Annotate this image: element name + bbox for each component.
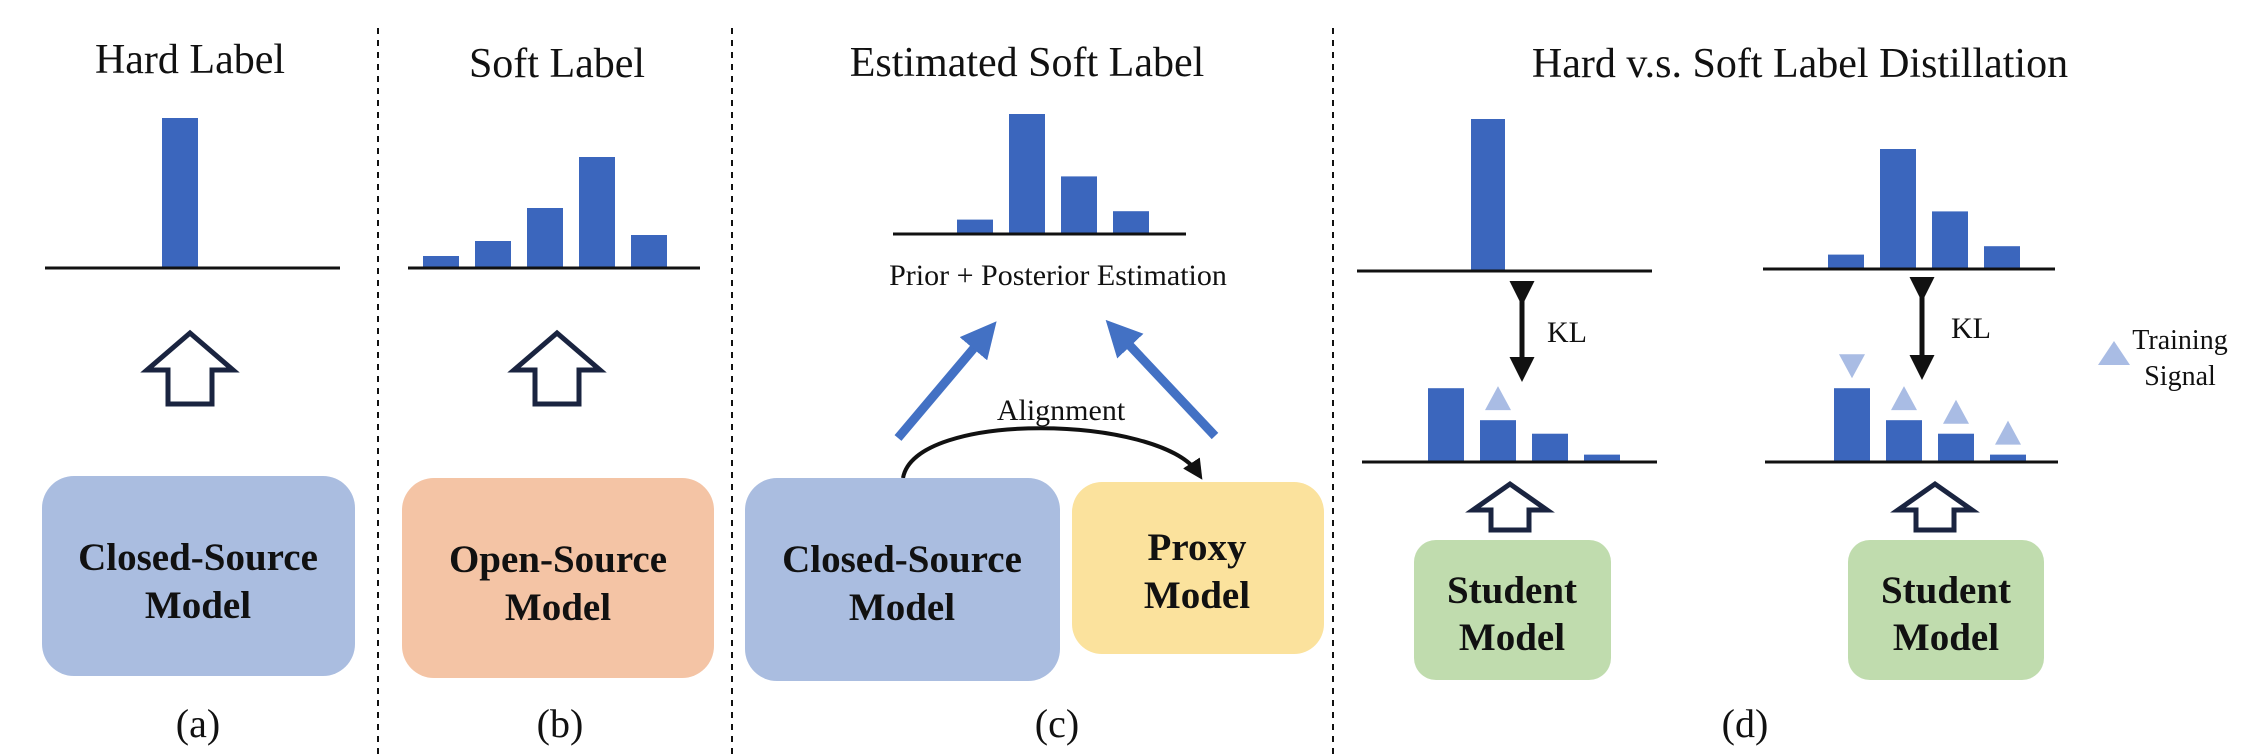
panel-b-caption: (b)	[537, 701, 584, 746]
student-model-box-soft	[1848, 540, 2044, 680]
distribution-bar	[1834, 388, 1870, 462]
proxy-model-label-2: Model	[1144, 574, 1250, 617]
hollow-up-arrow-icon	[1890, 480, 1980, 533]
training-signal-triangle	[1839, 354, 1865, 379]
panel-a-caption: (a)	[176, 701, 220, 746]
soft-student-distribution	[1834, 354, 2026, 462]
distribution-bar	[423, 256, 459, 268]
panel-b: Soft Label Open-Source Model (b)	[402, 41, 714, 746]
legend-label-2: Signal	[2144, 361, 2216, 392]
panel-a-title: Hard Label	[95, 37, 285, 83]
kl-label-hard: KL	[1547, 316, 1587, 349]
panel-b-distribution	[423, 157, 667, 268]
estimation-label: Prior + Posterior Estimation	[889, 259, 1227, 292]
proxy-model-label-1: Proxy	[1148, 526, 1247, 569]
panel-d: Hard v.s. Soft Label Distillation KL Stu…	[1357, 41, 2228, 746]
panel-c-title: Estimated Soft Label	[850, 40, 1205, 86]
distribution-bar	[1471, 119, 1505, 271]
hard-target-distribution	[1471, 119, 1505, 271]
distribution-bar	[631, 235, 667, 268]
open-source-model-label-1: Open-Source	[449, 538, 667, 581]
distribution-bar	[1532, 433, 1568, 462]
panel-a-distribution	[162, 118, 198, 268]
training-signal-triangle	[1995, 420, 2021, 445]
distribution-bar	[475, 241, 511, 268]
distribution-bar	[1113, 211, 1149, 234]
blue-arrow-right	[1105, 319, 1219, 440]
distribution-bar	[1428, 388, 1464, 462]
distribution-bar	[1990, 454, 2026, 462]
training-signal-triangle	[1943, 399, 1969, 424]
distribution-bar	[1480, 420, 1516, 462]
alignment-arrow	[901, 426, 1203, 480]
blue-arrow-left	[894, 321, 997, 441]
distribution-bar	[957, 219, 993, 234]
panel-d-caption: (d)	[1722, 701, 1769, 746]
kl-label-soft: KL	[1951, 312, 1991, 345]
closed-source-model-box-c	[745, 478, 1060, 681]
closed-source-model-c-label-2: Model	[849, 586, 955, 629]
closed-source-model-label-2: Model	[145, 584, 251, 627]
proxy-model-box	[1072, 482, 1324, 654]
distribution-bar	[1828, 254, 1864, 269]
distribution-bar	[527, 208, 563, 268]
panel-c-caption: (c)	[1035, 701, 1079, 746]
panel-d-title: Hard v.s. Soft Label Distillation	[1532, 41, 2068, 87]
panel-b-title: Soft Label	[469, 41, 645, 87]
hollow-up-arrow-icon	[1465, 480, 1555, 533]
hollow-up-arrow-icon	[140, 329, 240, 407]
open-source-model-label-2: Model	[505, 586, 611, 629]
legend-label-1: Training	[2132, 325, 2227, 356]
panel-c: Estimated Soft Label Prior + Posterior E…	[745, 40, 1324, 746]
distribution-bar	[579, 157, 615, 268]
triangle-icon	[2098, 341, 2130, 365]
distribution-bar	[1584, 454, 1620, 462]
alignment-label: Alignment	[997, 394, 1126, 427]
open-source-model-box	[402, 478, 714, 678]
hard-student-distribution	[1428, 386, 1620, 462]
soft-target-distribution	[1828, 149, 2020, 269]
closed-source-model-label-1: Closed-Source	[78, 536, 318, 579]
training-signal-triangle	[1485, 386, 1511, 411]
distribution-bar	[1938, 433, 1974, 462]
distribution-bar	[1061, 176, 1097, 234]
distribution-bar	[1880, 149, 1916, 269]
distribution-bar	[1886, 420, 1922, 462]
student-model-hard-label-1: Student	[1447, 569, 1577, 612]
student-model-soft-label-1: Student	[1881, 569, 2011, 612]
training-signal-triangle	[1891, 386, 1917, 411]
panel-c-distribution	[957, 114, 1149, 234]
distribution-bar	[1984, 246, 2020, 269]
closed-source-model-c-label-1: Closed-Source	[782, 538, 1022, 581]
student-model-box-hard	[1414, 540, 1611, 680]
closed-source-model-box	[42, 476, 355, 676]
student-model-soft-label-2: Model	[1893, 616, 1999, 659]
hollow-up-arrow-icon	[507, 329, 607, 407]
distribution-bar	[1932, 211, 1968, 269]
distribution-bar	[1009, 114, 1045, 234]
panel-a: Hard Label Closed-Source Model (a)	[42, 37, 355, 746]
distribution-bar	[162, 118, 198, 268]
student-model-hard-label-2: Model	[1459, 616, 1565, 659]
